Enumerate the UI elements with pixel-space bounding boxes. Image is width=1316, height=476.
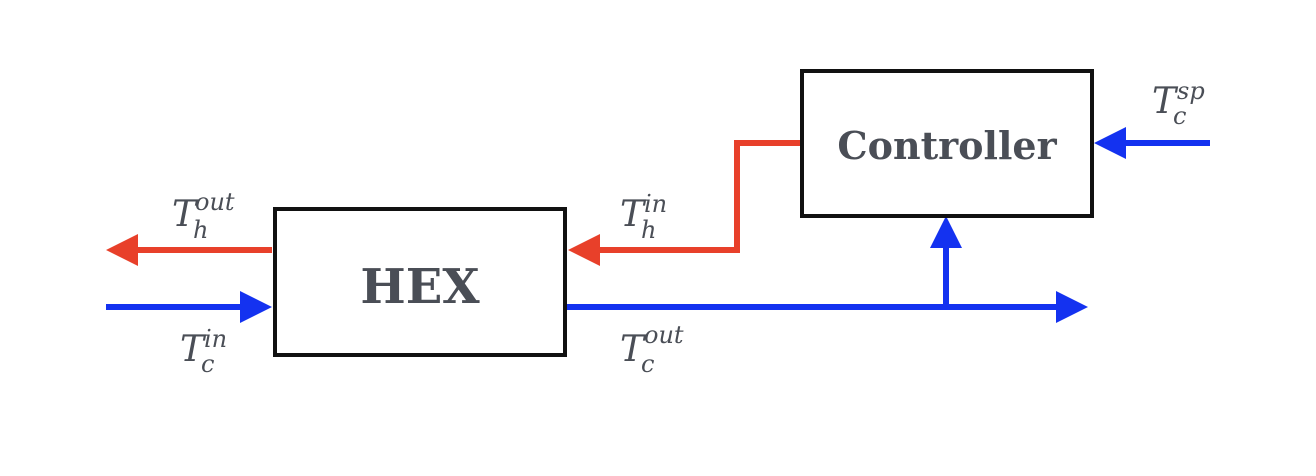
hot-inlet-arrowhead (568, 234, 600, 266)
label-th-in: T in h (620, 190, 667, 244)
th-out-base: T (172, 194, 199, 235)
feedback-arrowhead (930, 216, 962, 248)
label-tc-sp: T sp c (1152, 77, 1205, 130)
tc-sp-sub: c (1173, 102, 1186, 130)
hot-inlet-line (598, 140, 800, 253)
hex-block: HEX (273, 207, 567, 357)
th-out-sub: h (193, 216, 208, 244)
controller-box (800, 69, 1094, 218)
tc-out-base: T (620, 329, 647, 370)
th-in-sub: h (641, 216, 656, 244)
th-out-sup: out (195, 188, 235, 216)
cold-outlet-arrowhead (1056, 291, 1088, 323)
th-in-sup: in (644, 190, 667, 218)
tc-in-sub: c (201, 350, 214, 378)
tc-sp-base: T (1152, 81, 1179, 122)
controller-block: Controller (800, 69, 1094, 218)
hex-label: HEX (360, 259, 480, 315)
tc-in-sup: in (204, 325, 227, 353)
tc-sp-sup: sp (1177, 77, 1205, 105)
hex-box (273, 207, 567, 357)
th-in-base: T (620, 194, 647, 235)
label-tc-out: T out c (620, 321, 684, 378)
cold-inlet-arrowhead (240, 291, 272, 323)
label-th-out: T out h (172, 188, 235, 244)
tc-out-sub: c (641, 350, 654, 378)
controller-label: Controller (837, 123, 1057, 168)
tc-in-base: T (180, 329, 207, 370)
tc-out-sup: out (644, 321, 684, 349)
label-tc-in: T in c (180, 325, 227, 378)
hot-outlet-arrowhead (106, 234, 138, 266)
setpoint-arrowhead (1094, 127, 1126, 159)
